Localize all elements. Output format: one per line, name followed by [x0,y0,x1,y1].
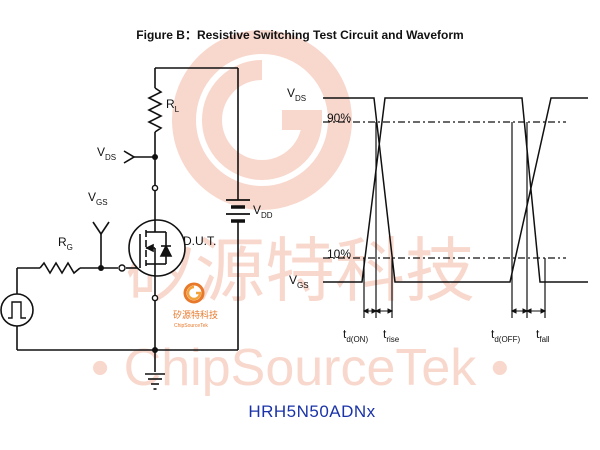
mosfet-dut [128,212,186,284]
figure-title: Figure B：Resistive Switching Test Circui… [136,28,463,42]
vgs-waveform [323,97,588,283]
label-vds-wave: VDS [287,86,306,103]
label-90-percent: 90% [327,111,351,125]
gate-resistor [39,261,81,275]
label-vds-circuit: VDS [97,145,116,162]
label-td-off: td(OFF) [491,327,520,344]
label-rl: RL [166,97,180,114]
logo-latin-text: ChipSourceTek [174,323,208,329]
logo-cjk-text: 矽源特科技 [173,309,218,321]
label-vgs-circuit: VGS [88,190,108,207]
label-t-rise: trise [383,327,400,344]
label-10-percent: 10% [327,247,351,261]
label-rg: RG [58,235,73,252]
watermark-logo [172,30,352,210]
vds-waveform [323,97,588,283]
load-resistor [147,87,163,133]
chipsourcetek-logo: 矽源特科技 ChipSourceTek [173,282,218,329]
watermark-latin: • ChipSourceTek • [91,339,509,397]
timing-markers [363,122,546,318]
test-circuit [16,67,239,372]
terminals [118,184,159,302]
waveform: VDS VGS 90% 10% td(ON) trise td(OFF) tfa… [287,86,588,344]
ground-symbol [145,373,165,390]
label-dut: D.U.T. [183,234,216,248]
vdd-source [226,199,250,223]
part-number: HRH5N50ADNx [248,402,375,421]
label-vgs-wave: VGS [289,273,309,290]
label-vdd: VDD [253,203,273,220]
pulse-generator [0,293,34,327]
label-td-on: td(ON) [343,327,368,344]
junction-dots [98,154,158,353]
label-t-fall: tfall [536,327,550,344]
timing-arrows [362,308,547,314]
